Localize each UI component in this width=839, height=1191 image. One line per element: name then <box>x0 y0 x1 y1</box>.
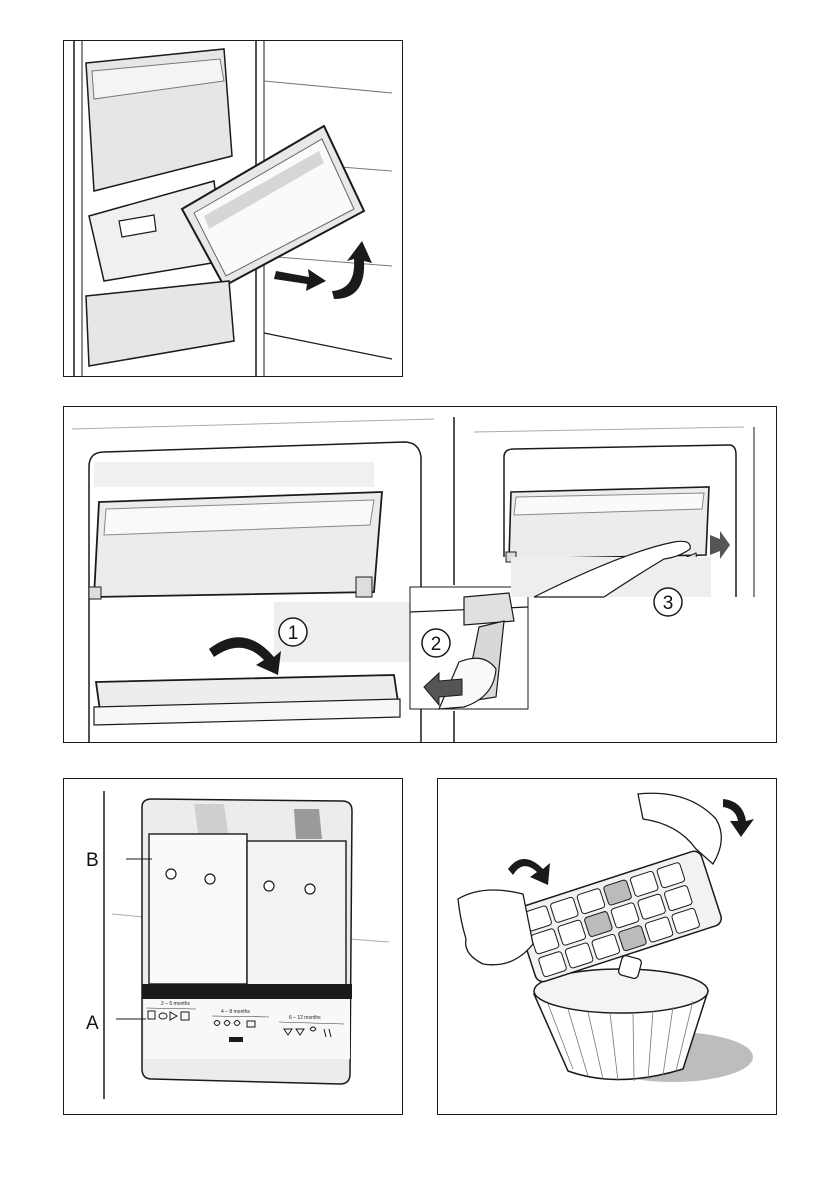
drawer-removal-figure <box>63 40 403 377</box>
label-b: B <box>86 850 99 871</box>
period-3-label: 6 – 12 months <box>289 1015 321 1021</box>
ice-tray-figure <box>437 778 777 1115</box>
twist-right-arrow <box>723 799 754 837</box>
period-2-label: 4 – 8 months <box>221 1009 250 1015</box>
period-1-label: 2 – 6 months <box>161 1001 190 1007</box>
twist-left-arrow <box>508 859 550 885</box>
pull-right-arrow <box>710 531 730 559</box>
step-2-label: 2 <box>431 634 442 655</box>
freezer-calendar-figure: 2 – 6 months 4 – 8 months 6 – 12 months … <box>63 778 403 1115</box>
step-1-label: 1 <box>288 623 299 644</box>
tilt-down-arrow <box>209 637 281 675</box>
step-3-label: 3 <box>663 593 674 614</box>
label-a: A <box>86 1013 99 1034</box>
shelf-removal-figure: 1 2 3 <box>63 406 777 743</box>
